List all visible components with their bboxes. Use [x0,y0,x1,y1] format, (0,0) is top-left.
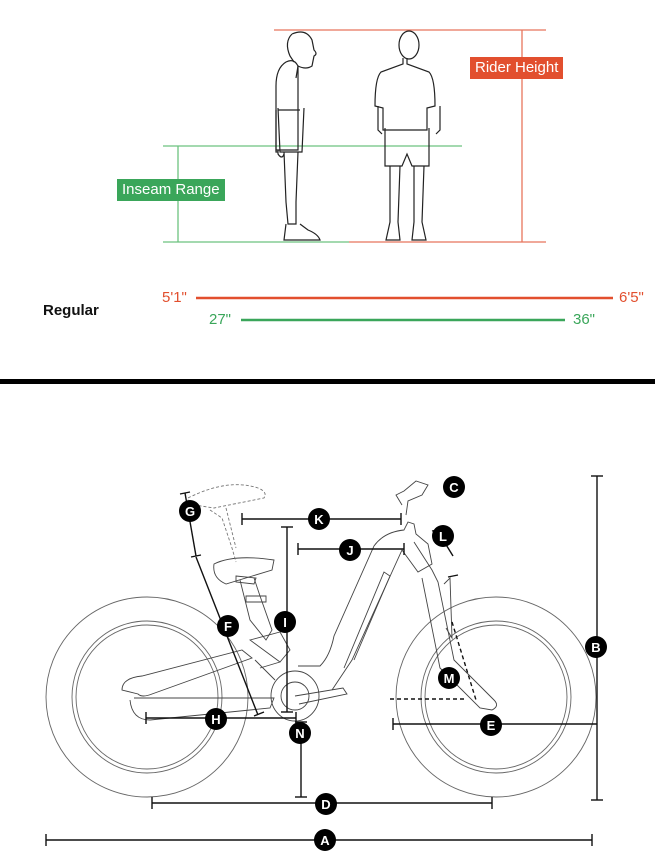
front-wheel [395,596,597,798]
svg-text:K: K [314,512,324,527]
height-min: 5'1" [162,289,187,306]
rider-front-view [374,30,441,241]
label-a: A [314,829,336,851]
inseam-max: 36" [573,311,596,328]
label-n: N [289,722,311,744]
svg-text:E: E [487,718,496,733]
label-j: J [339,539,361,561]
label-b: B [585,636,607,658]
svg-text:A: A [320,833,330,848]
svg-text:C: C [449,480,459,495]
svg-text:B: B [591,640,600,655]
height-max: 6'5" [619,289,644,306]
rear-wheel [45,596,249,798]
label-g: G [179,500,201,522]
svg-text:F: F [224,619,232,634]
inseam-range-tag: Inseam Range [117,179,225,201]
inseam-min: 27" [209,311,232,328]
label-m: M [438,667,460,689]
rider-side-view [275,31,321,241]
size-name: Regular [43,302,99,319]
rider-height-tag: Rider Height [470,57,564,79]
bike-drawing [45,480,597,798]
svg-text:I: I [283,615,287,630]
svg-text:G: G [185,504,195,519]
label-e: E [480,714,502,736]
label-d: D [315,793,337,815]
svg-text:M: M [444,671,455,686]
dimension-labels: A B C D E F G H I J K L M N [179,476,607,851]
label-c: C [443,476,465,498]
label-h: H [205,708,227,730]
svg-text:D: D [321,797,330,812]
label-i: I [274,611,296,633]
label-f: F [217,615,239,637]
svg-text:N: N [295,726,304,741]
label-l: L [432,525,454,547]
svg-text:H: H [211,712,220,727]
label-k: K [308,508,330,530]
svg-text:L: L [439,529,447,544]
svg-text:J: J [346,543,353,558]
section-divider [0,379,655,384]
